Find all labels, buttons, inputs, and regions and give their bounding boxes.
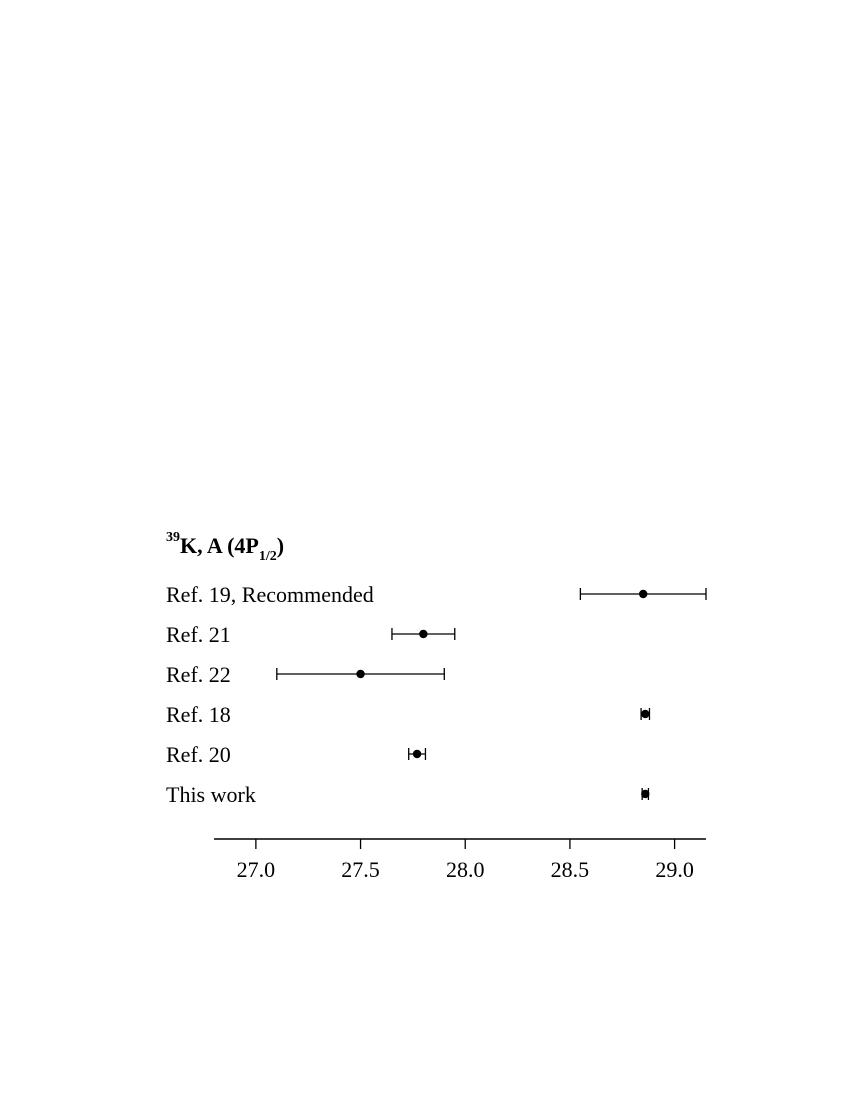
data-point (356, 669, 365, 679)
data-point (638, 589, 648, 599)
row-label: Ref. 18 (166, 702, 231, 727)
x-tick-label: 27.5 (341, 857, 380, 882)
x-tick-label: 28.0 (446, 857, 485, 882)
row-label: Ref. 22 (166, 662, 231, 687)
data-row: Ref. 22 (166, 662, 445, 687)
chart-title: 39K, A (4P1/2) (166, 530, 284, 564)
row-label: Ref. 21 (166, 622, 231, 647)
row-label: This work (166, 782, 256, 807)
data-point (419, 629, 428, 639)
data-point (641, 709, 650, 719)
row-label: Ref. 20 (166, 742, 231, 767)
data-point (641, 789, 650, 799)
x-tick-label: 28.5 (551, 857, 590, 882)
data-row: This work (166, 782, 650, 807)
x-tick-label: 27.0 (237, 857, 276, 882)
data-row: Ref. 18 (166, 702, 651, 727)
data-point (412, 749, 422, 759)
title-main: K, A (4P (180, 533, 259, 558)
x-tick-label: 29.0 (655, 857, 694, 882)
data-row: Ref. 21 (166, 622, 456, 647)
title-isotope-superscript: 39 (166, 530, 180, 545)
row-label: Ref. 19, Recommended (166, 582, 374, 607)
data-row: Ref. 19, Recommended (166, 582, 707, 607)
title-subscript: 1/2 (259, 549, 277, 564)
data-row: Ref. 20 (166, 742, 427, 767)
title-close-paren: ) (277, 533, 284, 558)
x-axis: 27.0 27.5 28.0 28.5 29.0 (214, 838, 706, 882)
